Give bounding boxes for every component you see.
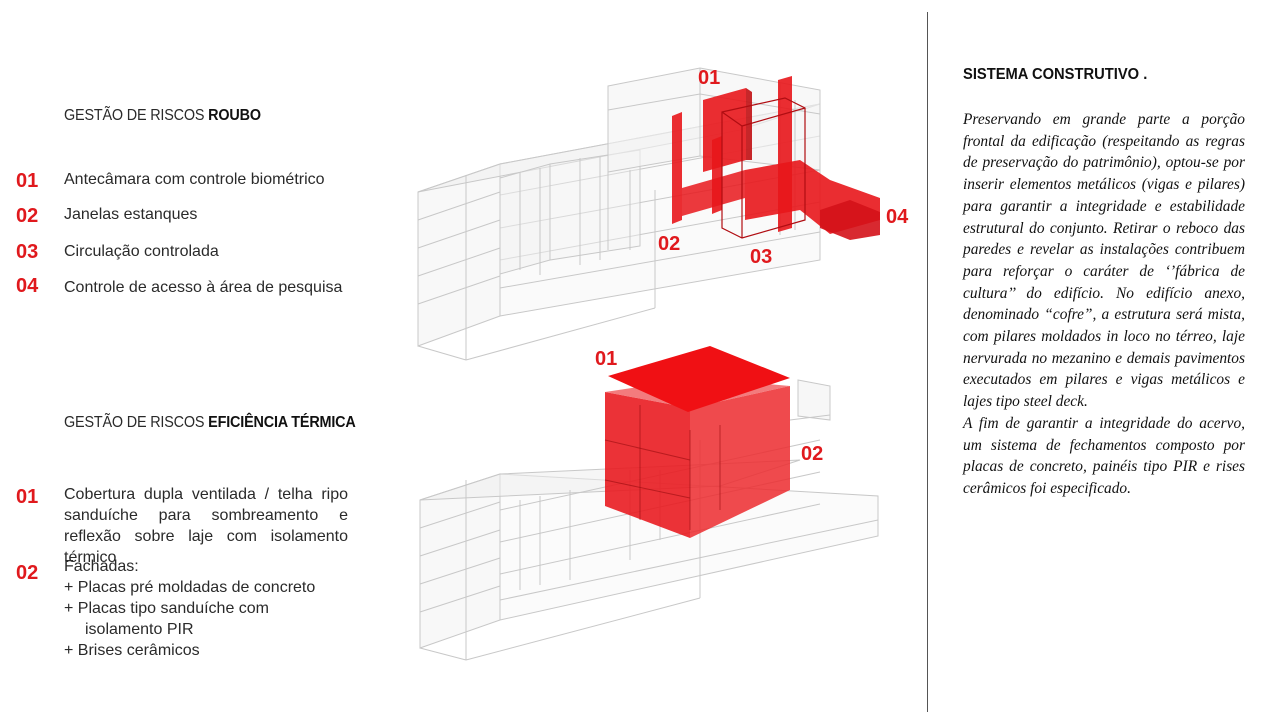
thermal-title-prefix: GESTÃO DE RISCOS (64, 414, 205, 431)
facades-item-brises: + Brises cerâmicos (64, 642, 200, 659)
top-building-diagram: 01 02 03 04 (417, 67, 909, 361)
thermal-title-bold: EFICIÊNCIA TÉRMICA (208, 414, 356, 431)
isometric-diagrams: 01 02 03 04 (417, 67, 909, 661)
thermal-item-2-number: 02 (16, 562, 39, 584)
theft-item-1-number: 01 (16, 170, 39, 192)
thermal-item-2-text: Fachadas: + Placas pré moldadas de concr… (64, 556, 348, 661)
thermal-item-1-number: 01 (16, 486, 39, 508)
top-label-02: 02 (658, 233, 680, 255)
theft-title-bold: ROUBO (208, 107, 261, 124)
thermal-section-title: GESTÃO DE RISCOS EFICIÊNCIA TÉRMICA (64, 414, 356, 432)
facade-volume-left (605, 392, 690, 538)
research-access-box (820, 200, 880, 240)
top-label-03: 03 (750, 246, 772, 268)
top-building-red-elements (672, 76, 880, 240)
sealed-windows-beam (682, 170, 745, 216)
construction-system-title: SISTEMA CONSTRUTIVO . (963, 66, 1148, 83)
facades-item-sandwich: + Placas tipo sanduíche com (64, 600, 270, 617)
top-label-01: 01 (698, 67, 720, 89)
biometric-antechamber-wall (703, 88, 746, 172)
theft-title-prefix: GESTÃO DE RISCOS (64, 107, 205, 124)
construction-paragraph-2: A fim de garantir a integridade do acerv… (963, 414, 1245, 497)
facades-item-concrete: + Placas pré moldadas de concreto (64, 579, 316, 596)
bottom-building-red-elements (604, 346, 790, 538)
theft-item-4-text: Controle de acesso à área de pesquisa (64, 279, 343, 296)
ventilated-double-roof (608, 346, 790, 412)
bottom-label-02: 02 (801, 443, 823, 465)
bottom-label-01: 01 (595, 348, 617, 370)
theft-item-3-number: 03 (16, 241, 39, 263)
theft-item-2-number: 02 (16, 205, 39, 227)
thermal-item-1-text: Cobertura dupla ventilada / telha ripo s… (64, 486, 348, 566)
left-pilar (672, 112, 682, 224)
theft-item-1-text: Antecâmara com controle biométrico (64, 171, 325, 188)
construction-paragraph-1: Preservando em grande parte a porção fro… (963, 111, 1245, 411)
facades-heading: Fachadas: (64, 558, 139, 575)
facades-item-sandwich-cont: isolamento PIR (85, 621, 194, 638)
facade-internal-lines (604, 405, 721, 530)
theft-section-title: GESTÃO DE RISCOS ROUBO (64, 107, 261, 125)
facade-volume-right (690, 386, 790, 538)
construction-system-body: Preservando em grande parte a porção fro… (963, 109, 1245, 500)
top-label-04: 04 (886, 206, 909, 228)
bottom-building-diagram: 01 02 (419, 346, 879, 661)
theft-item-3-text: Circulação controlada (64, 243, 219, 260)
theft-item-2-text: Janelas estanques (64, 206, 198, 223)
vertical-divider (927, 12, 928, 712)
theft-item-4-number: 04 (16, 275, 39, 297)
controlled-circulation-outline (721, 97, 806, 239)
